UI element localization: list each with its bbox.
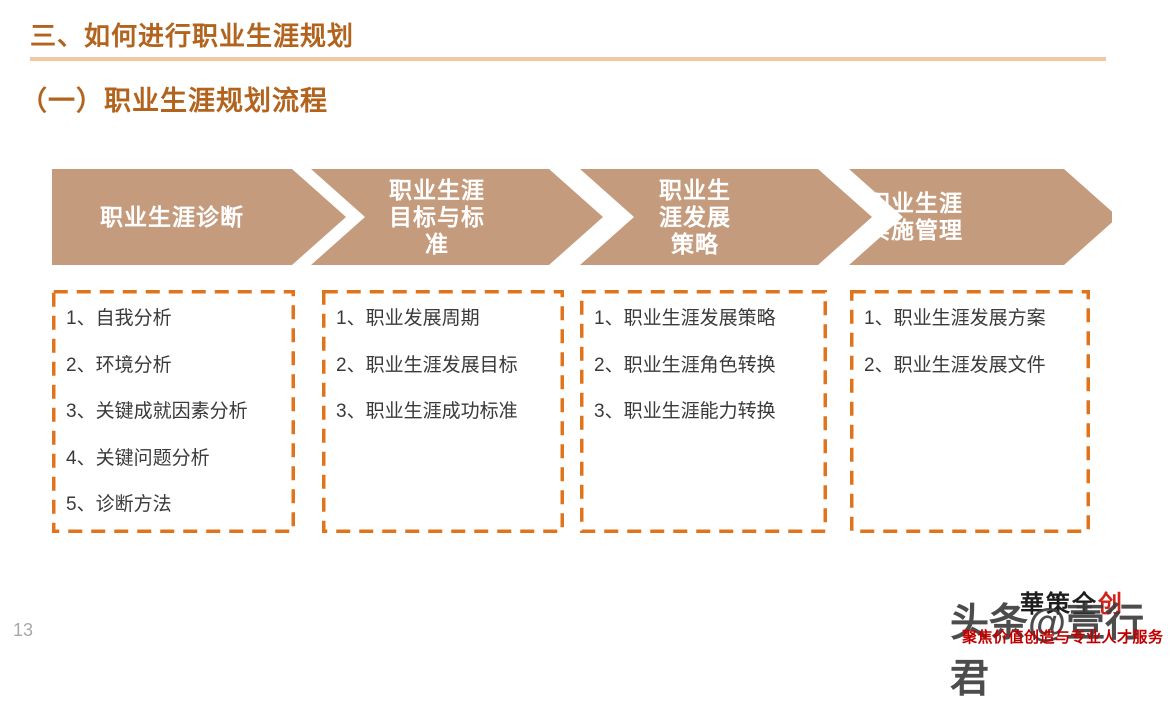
list-item: 1、自我分析 <box>66 308 172 329</box>
step4-detail-list: 1、职业生涯发展方案 2、职业生涯发展文件 <box>850 290 1090 389</box>
list-item: 2、环境分析 <box>66 354 172 376</box>
arrow-shape-step2 <box>311 169 603 265</box>
list-item: 1、职业发展周期 <box>336 308 480 329</box>
list-item: 3、关键成就因素分析 <box>66 401 248 422</box>
list-item: 2、职业生涯角色转换 <box>594 354 776 376</box>
list-item: 1、职业生涯发展方案 <box>864 308 1046 329</box>
arrow-shape-step1 <box>52 169 346 265</box>
step4-detail-box: 1、职业生涯发展方案 2、职业生涯发展文件 <box>850 290 1090 533</box>
list-item: 3、职业生涯成功标准 <box>336 401 518 422</box>
dashed-border <box>850 290 1090 533</box>
watermark-text: 头条@壹行君 <box>950 602 1145 701</box>
step3-detail-box: 1、职业生涯发展策略 2、职业生涯角色转换 3、职业生涯能力转换 <box>580 290 827 533</box>
step2-detail-box: 1、职业发展周期 2、职业生涯发展目标 3、职业生涯成功标准 <box>322 290 564 533</box>
list-item: 3、职业生涯能力转换 <box>594 401 776 422</box>
step1-detail-list: 1、自我分析 2、环境分析 3、关键成就因素分析 4、关键问题分析 5、诊断方法 <box>52 290 295 529</box>
dashed-border <box>322 290 564 533</box>
brand-logo: 華策全创 <box>1020 584 1124 619</box>
list-item: 2、职业生涯发展文件 <box>864 354 1046 376</box>
page-number: 13 <box>13 620 34 640</box>
dashed-border <box>52 290 295 533</box>
title-divider <box>30 57 1106 61</box>
arrow-label-step1: 职业生涯诊断 <box>100 203 244 230</box>
arrow-shape-step3 <box>580 169 872 265</box>
page-title: 三、如何进行职业生涯规划 <box>30 21 355 51</box>
brand-logo-black: 華策全 <box>1020 592 1098 618</box>
list-item: 2、职业生涯发展目标 <box>336 354 518 376</box>
arrow-label-step4: 职业生涯 实施管理 <box>867 190 963 243</box>
dashed-border <box>580 290 827 533</box>
list-item: 5、诊断方法 <box>66 494 172 515</box>
arrow-label-step3: 职业生 涯发展 策略 <box>659 176 731 257</box>
arrow-shape-step4 <box>849 169 1112 265</box>
list-item: 1、职业生涯发展策略 <box>594 308 776 329</box>
brand-logo-red: 创 <box>1098 592 1124 618</box>
step3-detail-list: 1、职业生涯发展策略 2、职业生涯角色转换 3、职业生涯能力转换 <box>580 290 827 436</box>
brand-tagline: 聚焦价值创造与专业人才服务 <box>962 629 1164 646</box>
process-arrows <box>52 169 1112 265</box>
list-item: 4、关键问题分析 <box>66 447 210 469</box>
step2-detail-list: 1、职业发展周期 2、职业生涯发展目标 3、职业生涯成功标准 <box>322 290 564 436</box>
section-subtitle: （一）职业生涯规划流程 <box>20 86 328 116</box>
arrow-label-step2: 职业生涯 目标与标 准 <box>389 176 485 257</box>
step1-detail-box: 1、自我分析 2、环境分析 3、关键成就因素分析 4、关键问题分析 5、诊断方法 <box>52 290 295 533</box>
